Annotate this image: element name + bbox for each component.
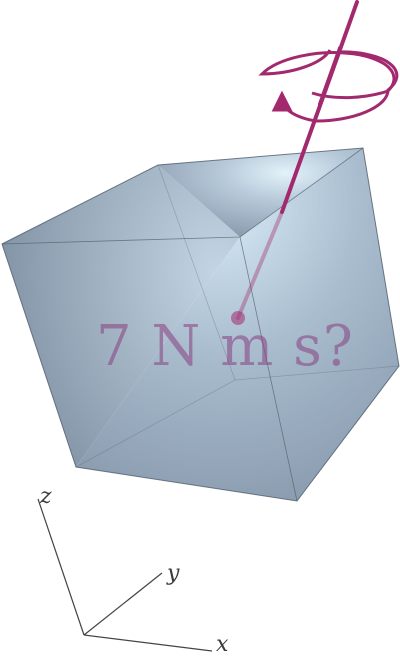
cube-edge-far-left [75, 379, 236, 468]
y-axis-label: y [166, 561, 180, 586]
x-axis-line [83, 634, 213, 652]
angular-momentum-vector [231, 0, 359, 325]
cube-edge-far-up [157, 164, 236, 381]
vector-origin-dot [231, 311, 245, 325]
z-axis-line [37, 498, 85, 636]
z-axis-label: z [39, 484, 52, 509]
vector-outside-segment [280, 0, 359, 214]
rotation-ellipse-front [271, 50, 399, 123]
y-axis-line [83, 572, 163, 636]
x-axis-label: x [216, 632, 229, 657]
rotation-arrow-icon [258, 46, 399, 123]
momentum-annotation: 7 N m s? [96, 314, 354, 379]
cube-edge-far-right [234, 365, 400, 381]
cube-outline [1, 147, 400, 502]
coordinate-axes: z y x [37, 484, 229, 657]
cube-left-face [2, 165, 240, 467]
cube-edge-near-down [239, 236, 298, 502]
cube-edge-near-top [1, 236, 241, 245]
vector-over-ring [318, 46, 342, 106]
cube-edge-near-right [239, 147, 364, 238]
cube-front-face [158, 148, 363, 237]
vector-inside-segment [236, 210, 284, 320]
